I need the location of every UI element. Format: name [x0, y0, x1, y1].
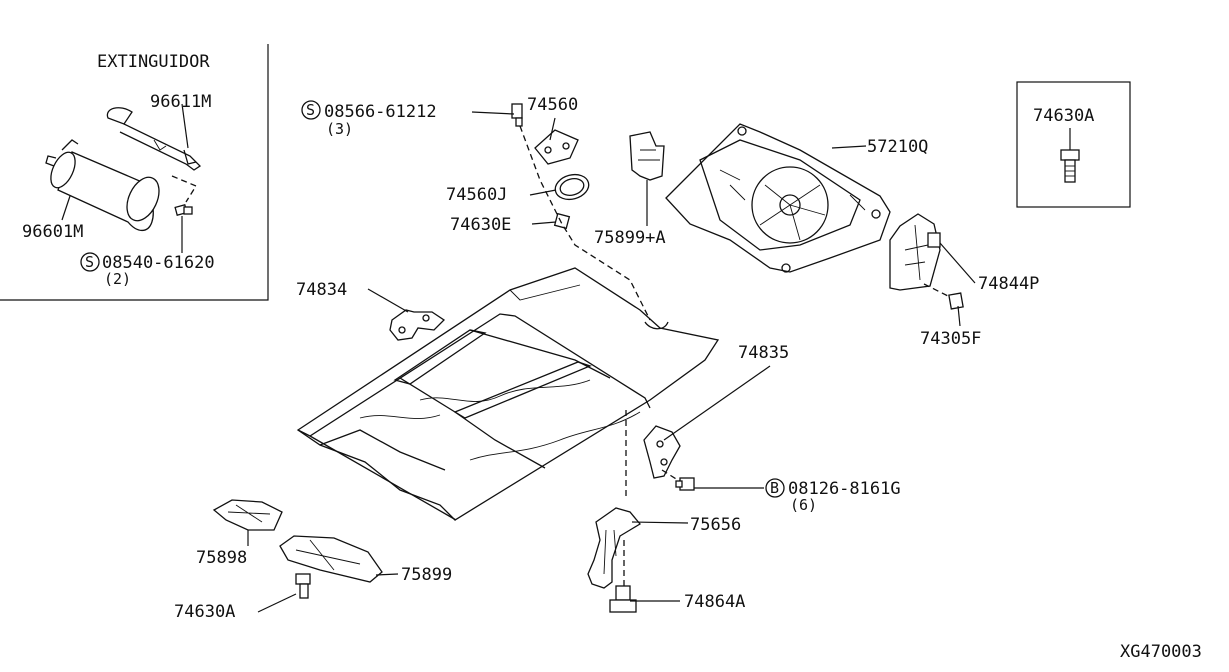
bracket-74834 — [389, 309, 446, 341]
label-75898: 75898 — [196, 548, 247, 568]
bracket-75899a — [629, 131, 665, 226]
label-75656: 75656 — [690, 515, 741, 535]
label-96611m: 96611M — [150, 92, 211, 112]
label-96601m: 96601M — [22, 222, 83, 242]
label-08126-8161g-qty: (6) — [790, 496, 817, 514]
clip-74305f — [948, 292, 964, 310]
side-bracket-74844p — [889, 213, 941, 291]
label-74630a: 74630A — [174, 602, 235, 622]
fan-assembly — [665, 123, 891, 273]
leader-lines — [247, 111, 976, 613]
bolt-icon — [1060, 149, 1080, 183]
inset-74630a: 74630A — [1016, 81, 1131, 208]
screw-top-s-icon: S — [301, 100, 321, 120]
diagram-code: XG470003 — [1120, 642, 1202, 662]
label-74560j: 74560J — [446, 185, 507, 205]
label-74834: 74834 — [296, 280, 347, 300]
label-08566-61212: 08566-61212 — [324, 102, 437, 122]
label-74630e: 74630E — [450, 215, 511, 235]
clip-74630e — [553, 212, 571, 230]
inset-74630a-border — [1016, 81, 1131, 208]
label-08126-8161g: 08126-8161G — [788, 479, 901, 499]
extinguisher-bracket — [106, 107, 202, 171]
label-74560: 74560 — [527, 95, 578, 115]
seal-74560j — [554, 173, 590, 201]
screw-circle-s-icon: S — [80, 252, 100, 272]
bolt-08126-icon — [675, 477, 695, 491]
label-74864a: 74864A — [684, 592, 745, 612]
svg-text:S: S — [306, 101, 315, 119]
extinguisher-inset-border — [0, 44, 269, 301]
label-inset-74630a: 74630A — [1033, 106, 1094, 126]
label-75899a: 75899+A — [594, 228, 666, 248]
bracket-74835 — [643, 425, 681, 479]
extinguisher-cylinder — [45, 139, 160, 232]
extinguisher-inset: EXTINGUIDOR 96611M 96601M S — [0, 44, 269, 301]
clip-74630a-icon — [295, 573, 311, 599]
cover-75898 — [212, 499, 283, 531]
screw-top-icon — [511, 103, 523, 127]
extinguisher-screw — [174, 204, 193, 216]
bolt-74864a — [609, 585, 637, 613]
extinguisher-title: EXTINGUIDOR — [97, 52, 210, 72]
label-75899: 75899 — [401, 565, 452, 585]
label-74305f: 74305F — [920, 329, 981, 349]
svg-text:B: B — [770, 479, 779, 497]
label-08566-61212-qty: (3) — [326, 120, 353, 138]
cover-75899 — [279, 535, 383, 583]
floor-panel — [296, 267, 720, 521]
label-57210q: 57210Q — [867, 137, 928, 157]
svg-text:S: S — [85, 253, 94, 271]
bolt-b-icon: B — [765, 478, 785, 498]
cover-74560 — [534, 129, 579, 165]
label-08540-61620-qty: (2) — [104, 270, 131, 288]
label-74844p: 74844P — [978, 274, 1039, 294]
bracket-75656 — [587, 507, 641, 589]
label-08540-61620: 08540-61620 — [102, 253, 215, 273]
label-74835: 74835 — [738, 343, 789, 363]
